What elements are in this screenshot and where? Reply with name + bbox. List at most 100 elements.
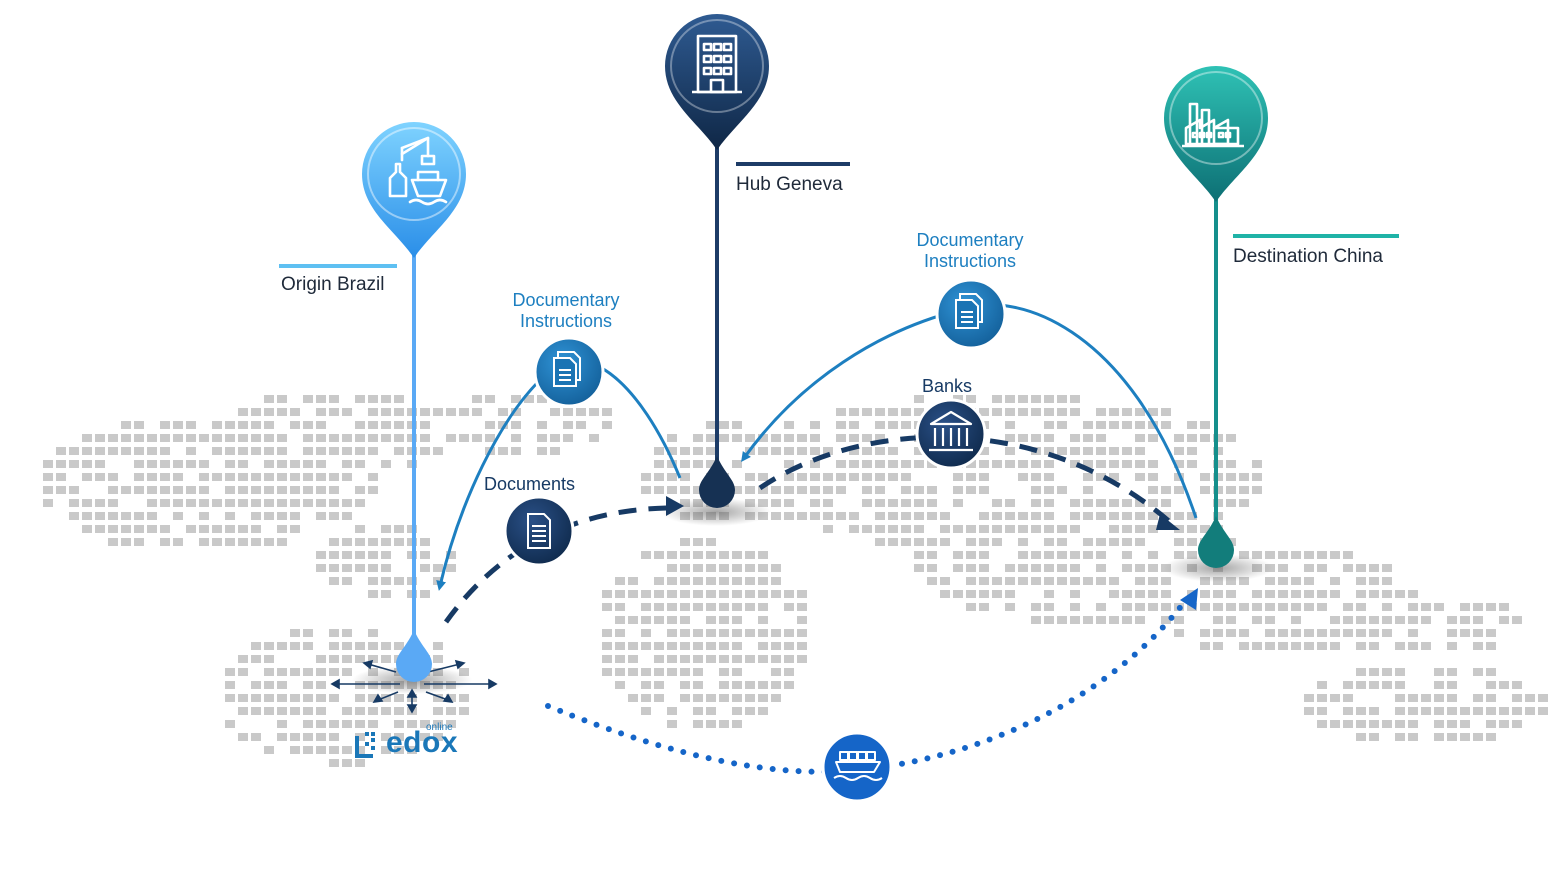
map-dot <box>849 525 859 533</box>
map-dot <box>238 694 248 702</box>
map-dot <box>602 408 612 416</box>
map-dot <box>342 447 352 455</box>
map-dot <box>563 408 573 416</box>
map-dot <box>1343 720 1353 728</box>
map-dot <box>368 629 378 637</box>
map-dot <box>641 603 651 611</box>
map-dot <box>680 551 690 559</box>
map-dot <box>186 447 196 455</box>
map-dot <box>1239 499 1249 507</box>
map-dot <box>979 590 989 598</box>
map-dot <box>615 668 625 676</box>
map-dot <box>732 577 742 585</box>
map-dot <box>303 746 313 754</box>
map-dot <box>251 733 261 741</box>
map-dot <box>316 486 326 494</box>
map-dot <box>355 642 365 650</box>
map-dot <box>199 512 209 520</box>
map-dot <box>758 681 768 689</box>
map-dot <box>667 460 677 468</box>
map-dot <box>1005 577 1015 585</box>
map-dot <box>355 564 365 572</box>
map-dot <box>953 395 963 403</box>
map-dot <box>1083 434 1093 442</box>
map-dot <box>641 681 651 689</box>
map-dot <box>1252 590 1262 598</box>
map-dot <box>1486 720 1496 728</box>
map-dot <box>745 655 755 663</box>
map-dot <box>1083 447 1093 455</box>
map-dot <box>680 590 690 598</box>
map-dot <box>875 512 885 520</box>
map-dot <box>732 551 742 559</box>
map-dot <box>1317 720 1327 728</box>
map-dot <box>1018 551 1028 559</box>
document-icon <box>527 513 551 549</box>
map-dot <box>1278 603 1288 611</box>
map-dot <box>394 434 404 442</box>
map-dot <box>888 460 898 468</box>
map-dot <box>888 408 898 416</box>
map-dot <box>1395 694 1405 702</box>
map-dot <box>1343 681 1353 689</box>
map-dot <box>342 408 352 416</box>
map-dot <box>290 629 300 637</box>
map-dot <box>43 460 53 468</box>
map-dot <box>1265 629 1275 637</box>
map-dot <box>173 473 183 481</box>
map-dot <box>732 720 742 728</box>
map-dot <box>1135 577 1145 585</box>
map-dot <box>1018 564 1028 572</box>
map-dot <box>316 720 326 728</box>
map-dot <box>1148 486 1158 494</box>
map-dot <box>290 499 300 507</box>
map-dot <box>797 603 807 611</box>
map-dot <box>394 421 404 429</box>
map-dot <box>433 707 443 715</box>
map-dot <box>355 538 365 546</box>
map-dot <box>1213 603 1223 611</box>
map-dot <box>329 512 339 520</box>
map-dot <box>1044 538 1054 546</box>
map-dot <box>1109 616 1119 624</box>
map-dot <box>654 551 664 559</box>
map-dot <box>1356 577 1366 585</box>
map-dot <box>433 642 443 650</box>
map-dot <box>745 603 755 611</box>
map-dot <box>719 694 729 702</box>
map-dot <box>693 434 703 442</box>
map-dot <box>433 408 443 416</box>
map-dot <box>693 681 703 689</box>
map-dot <box>966 538 976 546</box>
map-dot <box>1330 616 1340 624</box>
map-dot <box>1122 551 1132 559</box>
map-dot <box>394 694 404 702</box>
map-dot <box>1018 577 1028 585</box>
map-dot <box>758 577 768 585</box>
map-dot <box>719 720 729 728</box>
map-dot <box>433 720 443 728</box>
map-dot <box>914 512 924 520</box>
map-dot <box>238 473 248 481</box>
map-dot <box>1330 629 1340 637</box>
map-dot <box>1005 421 1015 429</box>
map-dot <box>251 694 261 702</box>
map-dot <box>1356 603 1366 611</box>
map-dot <box>719 642 729 650</box>
map-dot <box>1031 616 1041 624</box>
map-dot <box>849 473 859 481</box>
map-dot <box>1148 499 1158 507</box>
map-dot <box>771 486 781 494</box>
map-dot <box>875 473 885 481</box>
map-dot <box>1382 720 1392 728</box>
map-dot <box>251 421 261 429</box>
map-dot <box>1317 603 1327 611</box>
map-dot <box>1135 616 1145 624</box>
map-dot <box>277 681 287 689</box>
map-dot <box>238 668 248 676</box>
map-dot <box>459 408 469 416</box>
map-dot <box>303 720 313 728</box>
map-dot <box>147 525 157 533</box>
map-dot <box>1408 629 1418 637</box>
map-dot <box>134 447 144 455</box>
